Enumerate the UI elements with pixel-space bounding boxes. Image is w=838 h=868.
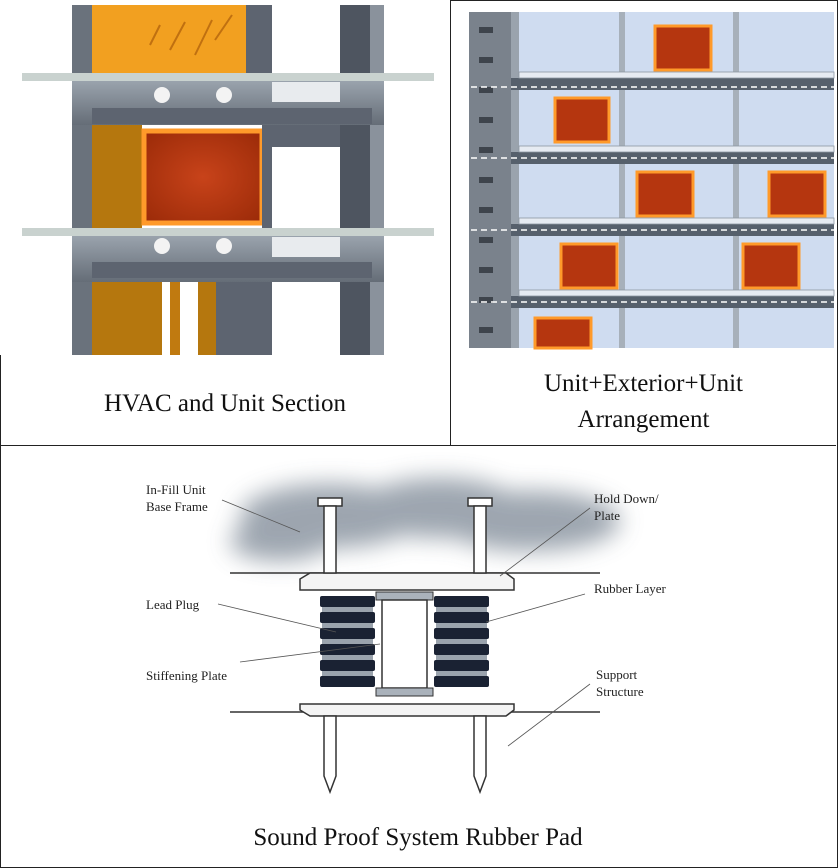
label-hold-line2: Plate [594, 508, 620, 523]
arrangement-caption-line1: Unit+Exterior+Unit [544, 370, 743, 397]
unit-box-7 [533, 316, 593, 350]
label-hold-line1: Hold Down/ [594, 491, 659, 506]
duct-pipe-2 [216, 87, 232, 103]
rubber-pad-caption: Sound Proof System Rubber Pad [253, 824, 583, 851]
arrangement-drawing [451, 12, 836, 350]
hold-down-plate [299, 572, 515, 591]
base-plate [299, 703, 515, 717]
hvac-section-panel: HVAC and Unit Section [0, 0, 450, 445]
label-stiffening-plate: Stiffening Plate [146, 668, 228, 683]
hvac-duct-upper [92, 5, 246, 73]
infill-base-frame [230, 478, 620, 561]
rubber-pad-drawing [217, 478, 620, 795]
unit-box-5 [559, 242, 619, 290]
floor-slab-1 [22, 73, 434, 81]
label-infill-line2: Base Frame [146, 499, 208, 514]
divider-horizontal [0, 445, 836, 446]
label-lead-plug: Lead Plug [146, 597, 200, 612]
arrangement-caption-line2: Arrangement [577, 406, 710, 433]
label-infill-line1: In-Fill Unit [146, 482, 206, 497]
label-support-line1: Support [596, 667, 638, 682]
label-support-line2: Structure [596, 684, 644, 699]
unit-box-6 [741, 242, 801, 290]
stiffening-plates [322, 607, 487, 676]
lead-plug [381, 599, 428, 689]
duct-pipe-3 [154, 238, 170, 254]
hvac-section-drawing [0, 0, 450, 355]
unit-box-4 [767, 170, 827, 218]
arrangement-panel: Unit+Exterior+Unit Arrangement [451, 0, 836, 445]
duct-pipe-1 [154, 87, 170, 103]
label-rubber-layer: Rubber Layer [594, 581, 666, 596]
anchor-bolts [317, 497, 493, 795]
unit-box-3 [635, 170, 695, 218]
hvac-section-caption: HVAC and Unit Section [104, 390, 346, 417]
divider-vertical [450, 0, 451, 445]
unit-box-2 [553, 96, 611, 144]
unit-box-hvac [141, 128, 265, 226]
duct-pipe-4 [216, 238, 232, 254]
floor-slab-2 [22, 228, 434, 236]
rubber-pad-panel: In-Fill Unit Base Frame Hold Down/ Plate… [0, 446, 836, 866]
unit-box-1 [653, 24, 713, 72]
